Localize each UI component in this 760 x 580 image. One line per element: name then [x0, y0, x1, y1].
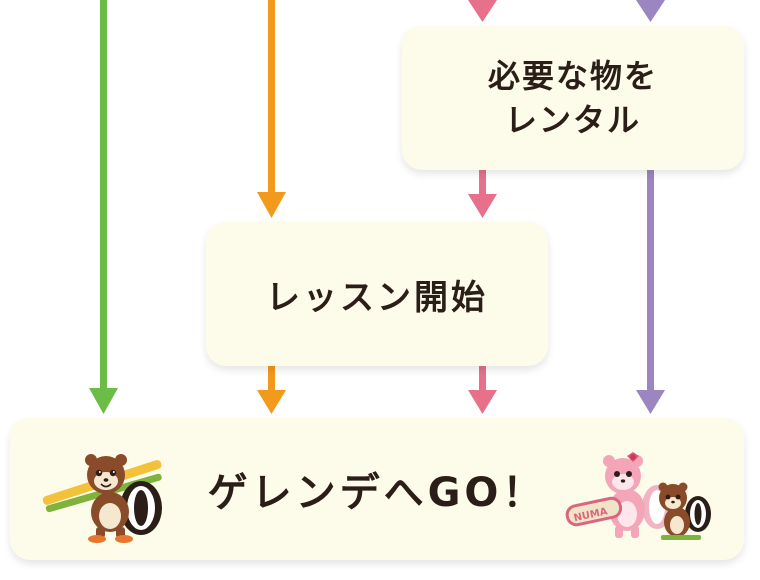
- arrow-purple-bottom: [636, 170, 665, 414]
- step-rental-line1: 必要な物を: [487, 57, 658, 95]
- step-lesson: レッスン開始: [206, 222, 548, 366]
- arrow-pink-bottom: [468, 366, 497, 414]
- snowboard-chipmunk-mascots-icon: NUMA: [565, 452, 711, 540]
- arrow-pink-middle: [468, 170, 497, 218]
- step-rental-line2: レンタル: [504, 101, 641, 139]
- arrow-orange-top: [257, 0, 286, 218]
- arrow-purple-top: [636, 0, 665, 22]
- step-rental: 必要な物を レンタル: [402, 26, 744, 170]
- step-lesson-label: レッスン開始: [266, 277, 488, 318]
- arrow-green: [89, 0, 118, 414]
- arrow-pink-top: [468, 0, 497, 22]
- step-goal-label: ゲレンデへGO！: [207, 470, 547, 516]
- arrow-orange-bottom: [257, 366, 286, 414]
- ski-chipmunk-mascot-icon: [42, 454, 162, 543]
